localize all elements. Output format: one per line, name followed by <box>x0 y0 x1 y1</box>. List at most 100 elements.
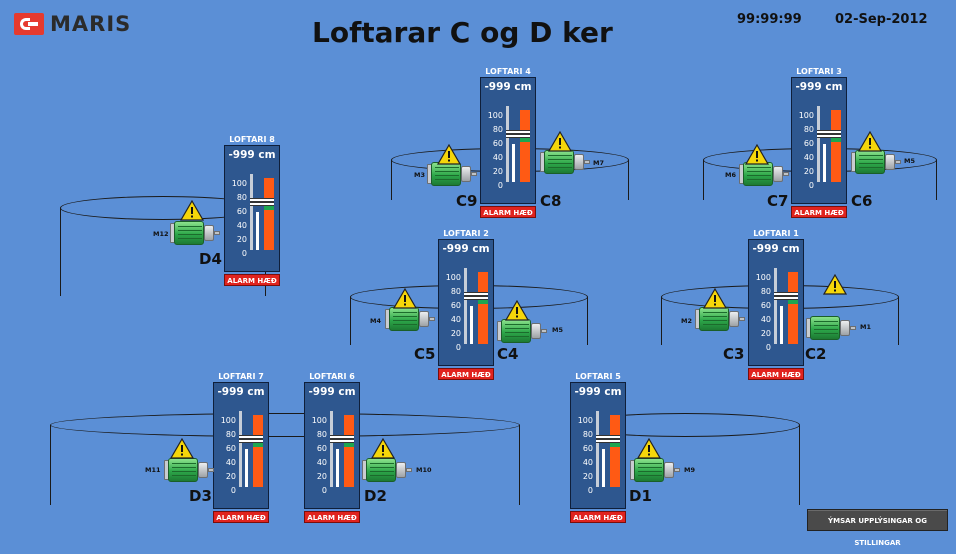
silo-scale-bar <box>596 411 599 487</box>
scale-tick-label: 20 <box>760 329 771 338</box>
scale-tick-label: 80 <box>316 430 327 439</box>
silo-setpoint-marker[interactable] <box>596 435 620 439</box>
scale-tick-label: 40 <box>236 221 247 230</box>
motor-shaft <box>429 317 435 321</box>
silo-level-readout: -999 cm <box>228 149 276 161</box>
silo-setpoint-marker[interactable] <box>817 130 841 134</box>
silo-setpoint-marker[interactable] <box>239 435 263 439</box>
silo-fill-ok <box>344 440 354 447</box>
motor-shaft <box>584 160 590 164</box>
scale-tick-label: 0 <box>808 181 814 190</box>
motor-shaft <box>406 468 412 472</box>
scale-tick-label: 80 <box>492 125 503 134</box>
date: 02-Sep-2012 <box>835 12 928 27</box>
silo-setpoint-marker[interactable] <box>817 134 841 138</box>
silo-fill-high <box>264 178 274 250</box>
scale-tick-label: 60 <box>803 139 814 148</box>
motor-icon <box>366 458 396 482</box>
motor-m3[interactable] <box>427 160 479 188</box>
alarm-high-button[interactable]: ALARM HÆÐ <box>791 206 847 218</box>
alarm-high-button[interactable]: ALARM HÆÐ <box>438 368 494 380</box>
silo-fill-actual <box>512 144 515 182</box>
scale-tick-label: 100 <box>445 273 461 282</box>
silo-level-readout: -999 cm <box>442 243 490 255</box>
silo-fill-ok <box>788 297 798 304</box>
silo-setpoint-marker[interactable] <box>596 439 620 443</box>
silo-setpoint-marker[interactable] <box>239 439 263 443</box>
tank-d3-d2[interactable] <box>50 413 520 505</box>
motor-label-m4: M4 <box>370 317 381 325</box>
scale-tick-label: 0 <box>241 249 247 258</box>
motor-m10[interactable] <box>362 456 414 484</box>
motor-shaft <box>214 231 220 235</box>
silo-fill-high <box>610 415 620 487</box>
silo-setpoint-marker[interactable] <box>464 296 488 300</box>
silo-fill-actual <box>780 306 783 344</box>
scale-tick-label: 60 <box>582 444 593 453</box>
motor-m5a[interactable] <box>497 317 549 345</box>
alarm-high-button[interactable]: ALARM HÆÐ <box>304 511 360 523</box>
motor-coupling <box>396 462 406 478</box>
silo-setpoint-marker[interactable] <box>774 296 798 300</box>
alarm-high-button[interactable]: ALARM HÆÐ <box>213 511 269 523</box>
tank-label-d1: D1 <box>629 487 652 505</box>
motor-icon <box>544 150 574 174</box>
silo-level-readout: -999 cm <box>484 81 532 93</box>
warning-icon <box>437 144 461 165</box>
alarm-high-button[interactable]: ALARM HÆÐ <box>224 274 280 286</box>
motor-m5b[interactable] <box>851 148 903 176</box>
scale-tick-label: 60 <box>760 301 771 310</box>
motor-label-m5a: M5 <box>552 326 563 334</box>
silo-setpoint-marker[interactable] <box>506 130 530 134</box>
motor-coupling <box>664 462 674 478</box>
alarm-high-button[interactable]: ALARM HÆÐ <box>748 368 804 380</box>
motor-m2[interactable] <box>695 305 747 333</box>
scale-tick-label: 40 <box>225 458 236 467</box>
scale-tick-label: 40 <box>316 458 327 467</box>
silo-name: LOFTARI 7 <box>218 372 264 381</box>
silo-setpoint-marker[interactable] <box>250 202 274 206</box>
motor-icon <box>501 319 531 343</box>
scale-tick-label: 80 <box>450 287 461 296</box>
tank-label-d4: D4 <box>199 250 222 268</box>
silo-setpoint-marker[interactable] <box>250 198 274 202</box>
silo-setpoint-marker[interactable] <box>464 292 488 296</box>
silo-fill-actual <box>602 449 605 487</box>
motor-shaft <box>739 317 745 321</box>
scale-tick-label: 20 <box>225 472 236 481</box>
settings-info-button[interactable]: ÝMSAR UPPLÝSINGAR OG STILLINGAR <box>807 509 948 547</box>
silo-level-readout: -999 cm <box>574 386 622 398</box>
logo-icon <box>14 13 44 35</box>
motor-m12[interactable] <box>170 219 222 247</box>
motor-m4[interactable] <box>385 305 437 333</box>
motor-m1[interactable] <box>806 314 858 342</box>
motor-m11[interactable] <box>164 456 216 484</box>
scale-tick-label: 100 <box>798 111 814 120</box>
alarm-high-button[interactable]: ALARM HÆÐ <box>570 511 626 523</box>
silo-setpoint-marker[interactable] <box>774 292 798 296</box>
alarm-high-button[interactable]: ALARM HÆÐ <box>480 206 536 218</box>
motor-shaft <box>471 172 477 176</box>
motor-m7[interactable] <box>540 148 592 176</box>
silo-setpoint-marker[interactable] <box>330 435 354 439</box>
silo-setpoint-marker[interactable] <box>330 439 354 443</box>
silo-setpoint-marker[interactable] <box>506 134 530 138</box>
scale-tick-label: 20 <box>492 167 503 176</box>
motor-label-m6: M6 <box>725 171 736 179</box>
silo-name: LOFTARI 2 <box>443 229 489 238</box>
motor-m9[interactable] <box>630 456 682 484</box>
scale-tick-label: 40 <box>803 153 814 162</box>
